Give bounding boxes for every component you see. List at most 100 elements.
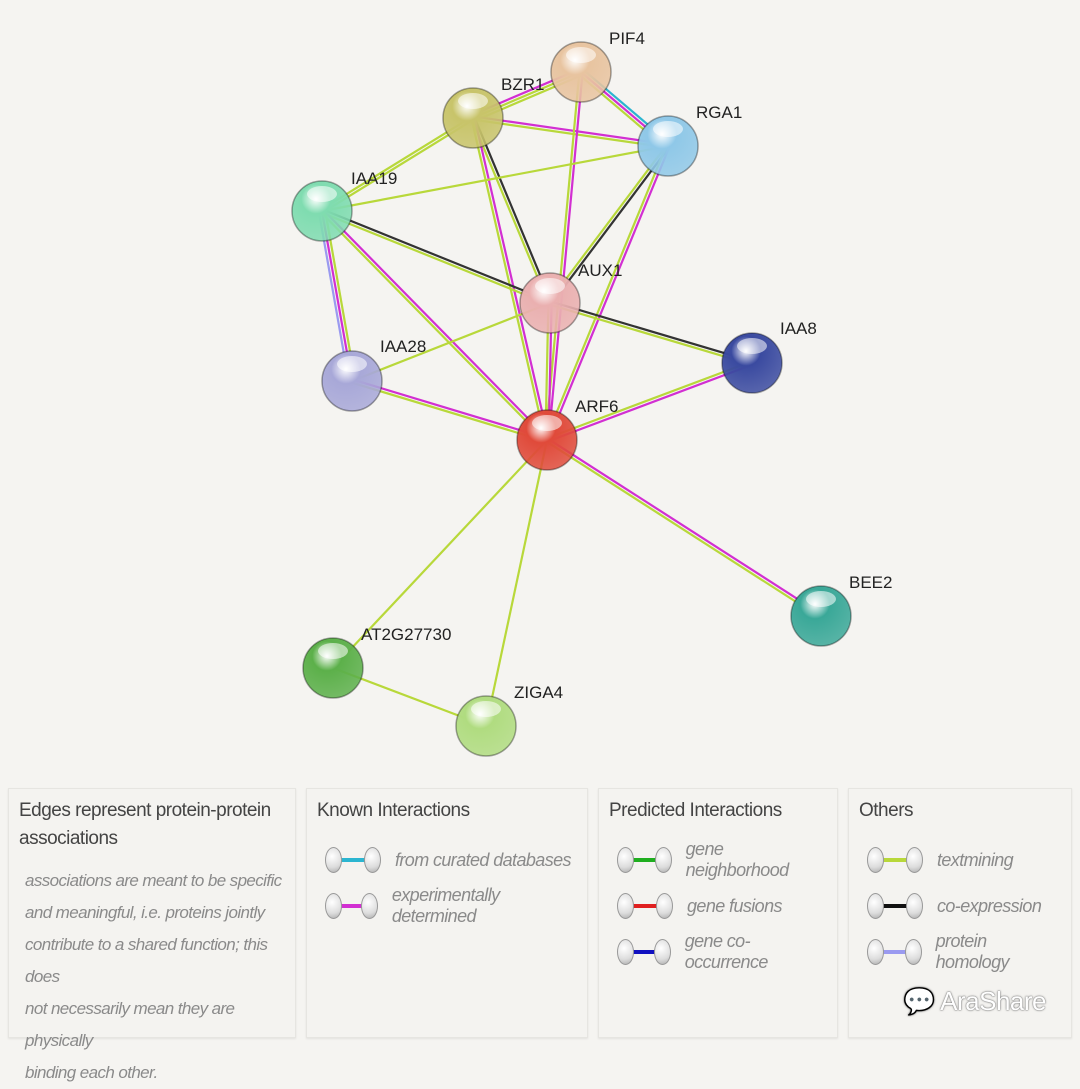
edge-BZR1-AUX1-textmining[interactable]: [470, 118, 550, 305]
edge-BZR1-AUX1-coexpression[interactable]: [473, 116, 553, 303]
watermark: 💬 AraShare: [902, 986, 1047, 1017]
node-AT2G27730[interactable]: [302, 637, 364, 699]
wechat-icon: 💬: [902, 986, 935, 1016]
node-label-BZR1[interactable]: BZR1: [501, 75, 544, 94]
edge-IAA19-ARF6-textmining[interactable]: [320, 211, 547, 442]
node-highlight: [737, 338, 767, 354]
node-label-BEE2[interactable]: BEE2: [849, 573, 892, 592]
edge-PIF4-ARF6-experimental[interactable]: [547, 72, 584, 441]
edge-sample-icon: [867, 939, 922, 965]
desc-line: binding each other.: [25, 1063, 158, 1082]
legend-description-title: Edges represent protein-protein associat…: [19, 800, 271, 849]
node-highlight: [318, 643, 348, 659]
node-IAA28[interactable]: [321, 350, 383, 412]
edge-BZR1-RGA1-textmining[interactable]: [472, 118, 668, 149]
edge-RGA1-ARF6-textmining[interactable]: [544, 144, 668, 440]
legend-known-title: Known Interactions: [317, 800, 470, 821]
desc-line: associations are meant to be specific: [25, 871, 282, 890]
edge-IAA19-ARF6-experimental[interactable]: [322, 209, 549, 440]
node-highlight: [532, 415, 562, 431]
legend-item: gene co-occurrence: [609, 929, 827, 975]
edge-ARF6-BEE2-textmining[interactable]: [545, 440, 821, 619]
edge-RGA1-ARF6-experimental[interactable]: [547, 146, 671, 442]
node-highlight: [337, 356, 367, 372]
legend-item-label: co-expression: [937, 895, 1042, 916]
edge-IAA8-ARF6-experimental[interactable]: [547, 363, 753, 443]
node-label-RGA1[interactable]: RGA1: [696, 103, 742, 122]
edge-sample-icon: [617, 893, 673, 919]
desc-line: not necessarily mean they are physically: [25, 999, 235, 1050]
legend-item-label: protein homology: [935, 931, 1010, 972]
node-label-IAA8[interactable]: IAA8: [780, 319, 817, 338]
node-label-ZIGA4[interactable]: ZIGA4: [514, 683, 563, 702]
edge-sample-icon: [325, 847, 381, 873]
edge-sample-icon: [617, 847, 672, 873]
edge-sample-icon: [867, 847, 923, 873]
node-IAA19[interactable]: [291, 180, 353, 242]
legend-item: from curated databases: [317, 837, 577, 883]
edge-AUX1-IAA8-textmining[interactable]: [549, 303, 752, 366]
legend-predicted-title: Predicted Interactions: [609, 800, 782, 821]
edge-PIF4-ARF6-textmining[interactable]: [544, 71, 581, 440]
legend-item-label: textmining: [937, 849, 1014, 870]
edge-sample-icon: [617, 939, 671, 965]
legend-item-label: gene co-occurrence: [684, 931, 769, 972]
node-PIF4[interactable]: [550, 41, 612, 103]
node-highlight: [566, 47, 596, 63]
legend-item-label: gene neighborhood: [685, 839, 790, 880]
node-RGA1[interactable]: [637, 115, 699, 177]
node-label-PIF4[interactable]: PIF4: [609, 29, 645, 48]
node-label-IAA19[interactable]: IAA19: [351, 169, 397, 188]
node-highlight: [471, 701, 501, 717]
edge-RGA1-AUX1-textmining[interactable]: [547, 144, 668, 303]
edge-AUX1-IAA8-coexpression[interactable]: [550, 300, 753, 363]
watermark-text: AraShare: [940, 986, 1046, 1016]
edge-ARF6-AT2G27730-textmining[interactable]: [332, 439, 548, 669]
edge-IAA28-ARF6-textmining[interactable]: [351, 381, 547, 443]
node-BZR1[interactable]: [442, 87, 504, 149]
legend-description-text: associations are meant to be specific an…: [19, 865, 285, 1089]
edge-AUX1-IAA28-textmining[interactable]: [351, 301, 551, 383]
node-label-AUX1[interactable]: AUX1: [578, 261, 622, 280]
edge-ARF6-ZIGA4-textmining[interactable]: [484, 439, 549, 727]
edge-IAA8-ARF6-textmining[interactable]: [546, 360, 752, 440]
edge-BZR1-ARF6-experimental[interactable]: [473, 117, 550, 440]
legend-known-panel: Known Interactions from curated database…: [306, 788, 588, 1038]
legend-others-title: Others: [859, 800, 914, 821]
legend-item: gene fusions: [609, 883, 827, 929]
legend-item: gene neighborhood: [609, 837, 827, 883]
node-AUX1[interactable]: [519, 272, 581, 334]
legend-item-label: experimentally determined: [391, 885, 500, 926]
edge-ARF6-BEE2-experimental[interactable]: [547, 437, 823, 616]
legend-item: experimentally determined: [317, 883, 577, 929]
node-BEE2[interactable]: [790, 585, 852, 647]
edge-BZR1-ARF6-textmining[interactable]: [470, 118, 547, 441]
edge-sample-icon: [325, 893, 378, 919]
edge-sample-icon: [867, 893, 923, 919]
node-highlight: [806, 591, 836, 607]
node-ARF6[interactable]: [516, 409, 578, 471]
edge-RGA1-AUX1-coexpression[interactable]: [550, 146, 671, 305]
legend-predicted-panel: Predicted Interactions gene neighborhood…: [598, 788, 838, 1038]
legend-item: textmining: [859, 837, 1061, 883]
legend-item: protein homology: [859, 929, 1061, 975]
edge-IAA19-AUX1-coexpression[interactable]: [322, 208, 552, 303]
node-label-ARF6[interactable]: ARF6: [575, 397, 618, 416]
node-highlight: [458, 93, 488, 109]
node-label-IAA28[interactable]: IAA28: [380, 337, 426, 356]
desc-line: and meaningful, i.e. proteins jointly: [25, 903, 265, 922]
legend-others-panel: Others textmining co-expression protein …: [848, 788, 1072, 1038]
edge-BZR1-RGA1-experimental[interactable]: [473, 115, 669, 146]
edge-IAA19-AUX1-textmining[interactable]: [320, 211, 550, 306]
edge-RGA1-IAA19-textmining[interactable]: [321, 144, 669, 213]
desc-line: contribute to a shared function; this do…: [25, 935, 268, 986]
node-IAA8[interactable]: [721, 332, 783, 394]
edge-IAA28-ARF6-experimental[interactable]: [352, 378, 548, 440]
node-ZIGA4[interactable]: [455, 695, 517, 757]
legend-item: co-expression: [859, 883, 1061, 929]
node-highlight: [653, 121, 683, 137]
legend-description-panel: Edges represent protein-protein associat…: [8, 788, 296, 1082]
node-label-AT2G27730[interactable]: AT2G27730: [361, 625, 451, 644]
